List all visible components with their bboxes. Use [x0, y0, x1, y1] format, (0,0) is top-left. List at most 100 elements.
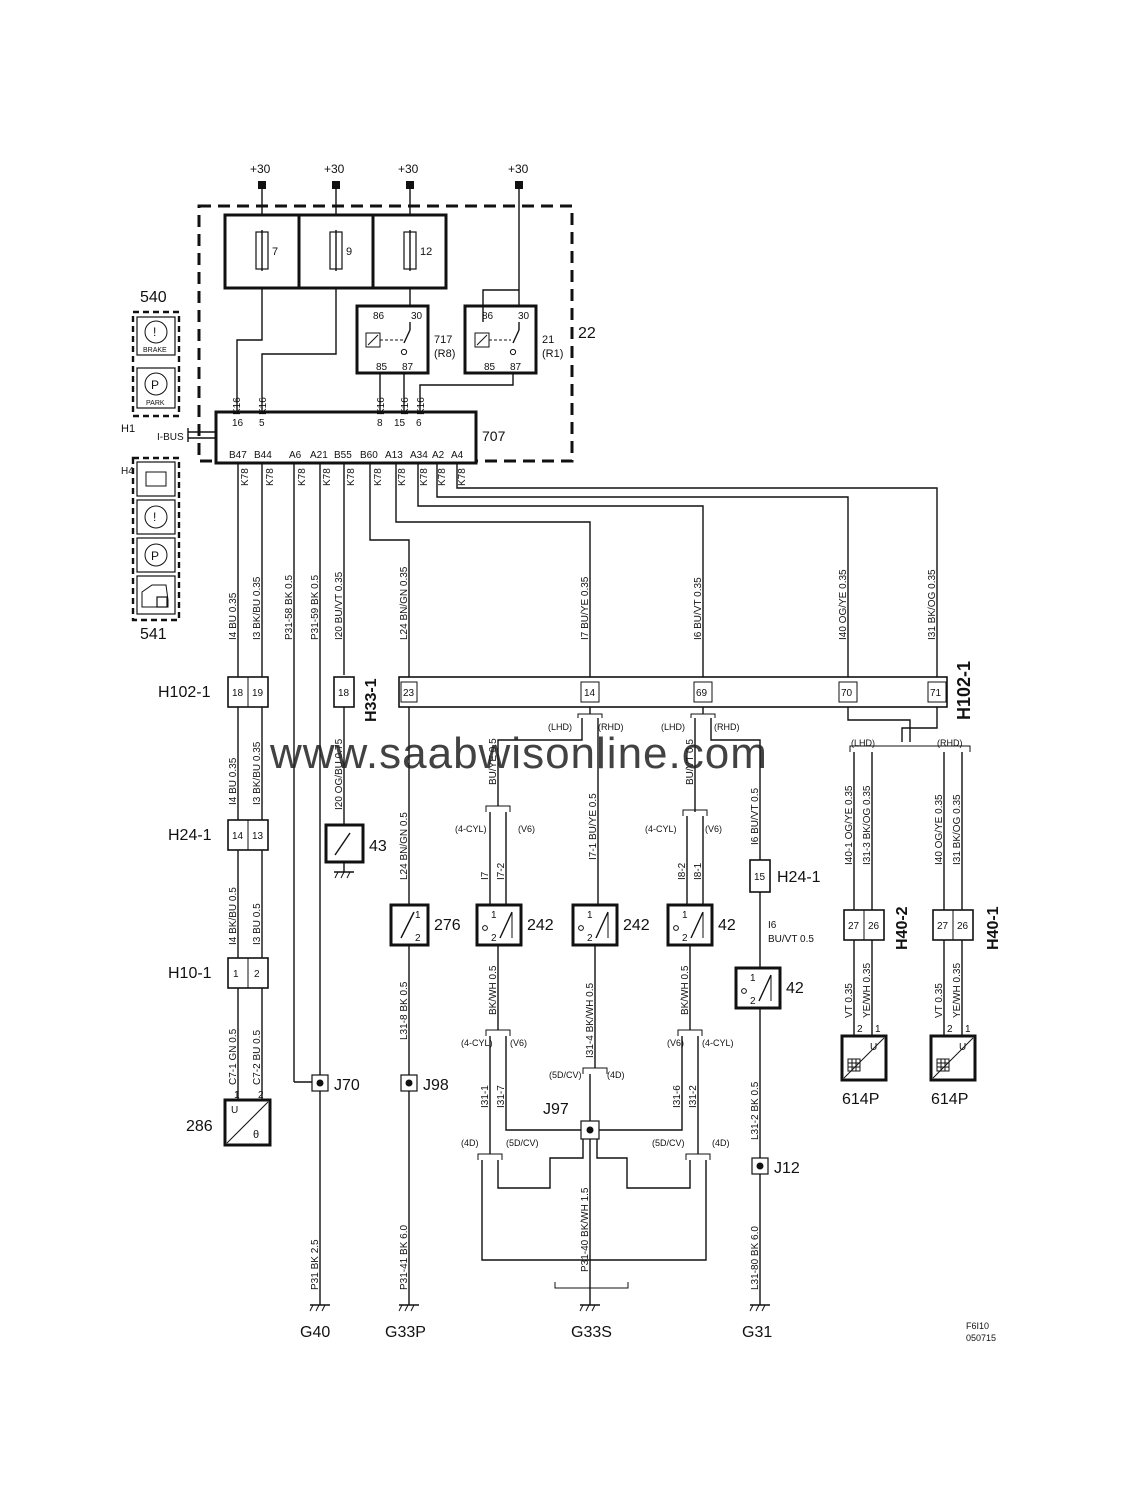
svg-text:B60: B60 [360, 450, 378, 461]
svg-text:(RHD): (RHD) [714, 722, 740, 732]
svg-text:L24 BN/GN 0.5: L24 BN/GN 0.5 [399, 812, 410, 880]
lower-middle-wires: BK/WH 0.5 (4-CYL) (V6) I31-1 I31-7 I31-4… [461, 945, 734, 1150]
svg-text:30: 30 [518, 311, 530, 322]
svg-text:I40 OG/YE 0.35: I40 OG/YE 0.35 [838, 569, 849, 640]
ground-g33p: G33P [385, 1300, 426, 1341]
instrument-id-540: 540 [140, 289, 167, 306]
svg-text:G40: G40 [300, 1324, 330, 1341]
svg-text:A6: A6 [289, 450, 302, 461]
svg-text:I31 BK/OG 0.35: I31 BK/OG 0.35 [952, 794, 963, 865]
svg-text:I3 BK/BU 0.35: I3 BK/BU 0.35 [252, 741, 263, 805]
svg-text:614P: 614P [842, 1091, 879, 1108]
svg-text:L31-80 BK 6.0: L31-80 BK 6.0 [750, 1226, 761, 1290]
svg-text:27: 27 [937, 921, 949, 932]
fuse-label-12: 12 [420, 246, 432, 258]
svg-text:2: 2 [947, 1024, 953, 1035]
svg-text:P: P [151, 549, 159, 563]
svg-text:L31-8 BK 0.5: L31-8 BK 0.5 [399, 981, 410, 1040]
svg-text:A34: A34 [410, 450, 428, 461]
svg-text:242: 242 [623, 917, 650, 934]
instrument-cluster: 540 I-BUS ! BRAKE P PARK H1 H4 ! P 541 [121, 289, 181, 643]
svg-text:1: 1 [682, 910, 688, 921]
k78-labels: K78 K78 K78 K78 K78 K78 K78 K78 K78 K78 [240, 468, 468, 486]
svg-text:I3 BU 0.5: I3 BU 0.5 [252, 903, 263, 945]
svg-text:H10-1: H10-1 [168, 965, 212, 982]
component-614p-b: U 614P [929, 1034, 977, 1108]
svg-text:(5D/CV): (5D/CV) [549, 1070, 582, 1080]
svg-text:H40-2: H40-2 [894, 906, 911, 950]
component-286: 1 2 U θ 286 [186, 1090, 272, 1147]
svg-text:P31 BK 2.5: P31 BK 2.5 [310, 1239, 321, 1290]
ground-g31: G31 [742, 1300, 772, 1341]
power-label-4: +30 [508, 162, 529, 176]
power-label-3: +30 [398, 162, 419, 176]
svg-text:(4D): (4D) [461, 1138, 479, 1148]
svg-text:(RHD): (RHD) [937, 738, 963, 748]
svg-text:19: 19 [252, 688, 264, 699]
svg-text:K16: K16 [416, 397, 427, 415]
svg-text:I31-7: I31-7 [496, 1085, 507, 1108]
svg-text:BU/VT 0.5: BU/VT 0.5 [768, 934, 814, 945]
svg-text:U: U [870, 1042, 877, 1053]
svg-text:(5D/CV): (5D/CV) [506, 1138, 539, 1148]
right-section-wires: (LHD) (RHD) I40-1 OG/YE 0.35 I31-3 BK/OG… [844, 707, 971, 910]
svg-text:BK/WH 0.5: BK/WH 0.5 [488, 965, 499, 1015]
svg-text:18: 18 [232, 688, 244, 699]
svg-text:U: U [959, 1042, 966, 1053]
h102-1-left-label: H102-1 [158, 684, 211, 701]
svg-text:8: 8 [377, 418, 383, 429]
svg-text:B47: B47 [229, 450, 247, 461]
watermark: www.saabwisonline.com [269, 729, 768, 778]
svg-text:!: ! [153, 325, 156, 339]
svg-text:2: 2 [750, 996, 756, 1007]
ground-g33s: G33S [571, 1300, 612, 1341]
svg-text:I6 BU/VT 0.35: I6 BU/VT 0.35 [693, 577, 704, 640]
relay-21: 86 30 85 87 21 (R1) [463, 304, 563, 375]
svg-text:K78: K78 [437, 468, 448, 486]
left-column-wires: I4 BU 0.35 I3 BK/BU 0.35 H24-1 14 13 I4 … [168, 707, 269, 1100]
component-42-a: 1 2 42 [666, 903, 736, 947]
svg-text:I4 BU 0.35: I4 BU 0.35 [228, 757, 239, 805]
svg-text:K78: K78 [346, 468, 357, 486]
svg-text:(4-CYL): (4-CYL) [461, 1038, 493, 1048]
svg-text:(4-CYL): (4-CYL) [702, 1038, 734, 1048]
svg-text:2: 2 [587, 933, 593, 944]
middle-section-wires: (LHD) (RHD) BU/YE 0.5 I7-1 BU/YE 0.5 (4-… [455, 707, 761, 905]
relay-717-id: 717 [434, 334, 452, 346]
instrument-id-541: 541 [140, 626, 167, 643]
svg-text:1: 1 [415, 910, 421, 921]
svg-text:6: 6 [416, 418, 422, 429]
svg-text:614P: 614P [931, 1091, 968, 1108]
svg-text:K78: K78 [322, 468, 333, 486]
svg-text:87: 87 [402, 362, 414, 373]
park-label: PARK [146, 400, 165, 407]
svg-text:U: U [231, 1105, 238, 1116]
svg-text:(5D/CV): (5D/CV) [652, 1138, 685, 1148]
svg-text:23: 23 [403, 688, 415, 699]
svg-text:B44: B44 [254, 450, 272, 461]
h102-1-right-label: H102-1 [954, 661, 974, 720]
svg-text:I7 BU/YE 0.35: I7 BU/YE 0.35 [580, 576, 591, 640]
svg-text:70: 70 [841, 688, 853, 699]
svg-text:2: 2 [258, 1090, 264, 1101]
component-42-b: 1 2 42 [734, 966, 804, 1010]
svg-text:42: 42 [718, 917, 736, 934]
svg-text:43: 43 [369, 838, 387, 855]
svg-text:H24-1: H24-1 [777, 869, 821, 886]
svg-text:A13: A13 [385, 450, 403, 461]
svg-text:I6: I6 [768, 920, 777, 931]
splice-j12-label: J12 [774, 1160, 800, 1177]
svg-text:1: 1 [875, 1024, 881, 1035]
svg-text:(LHD): (LHD) [661, 722, 685, 732]
svg-text:H33-1: H33-1 [363, 678, 380, 722]
svg-text:I4 BK/BU 0.5: I4 BK/BU 0.5 [228, 887, 239, 945]
svg-text:!: ! [153, 510, 156, 524]
power-label-2: +30 [324, 162, 345, 176]
svg-text:I31-4 BK/WH 0.5: I31-4 BK/WH 0.5 [585, 983, 596, 1058]
svg-text:I6 BU/VT 0.5: I6 BU/VT 0.5 [750, 787, 761, 845]
fuse-block: 7 9 12 [223, 213, 448, 290]
svg-text:(V6): (V6) [705, 824, 722, 834]
power-feeds: +30 +30 +30 +30 [250, 162, 529, 322]
svg-text:G33S: G33S [571, 1324, 612, 1341]
svg-text:I8-1: I8-1 [693, 862, 704, 880]
